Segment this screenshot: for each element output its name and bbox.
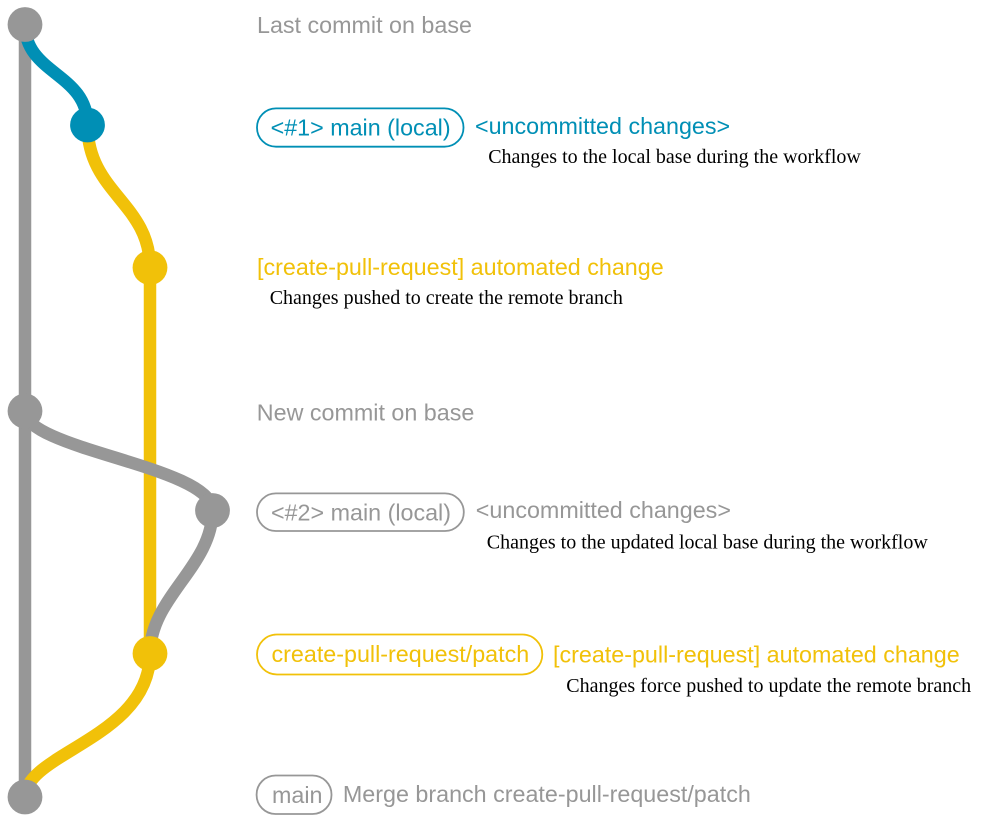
- svg-text:New commit on base: New commit on base: [257, 400, 475, 426]
- svg-text:Changes to the local base duri: Changes to the local base during the wor…: [488, 146, 861, 168]
- svg-text:Last commit on base: Last commit on base: [257, 12, 472, 38]
- svg-text:Merge branch create-pull-reque: Merge branch create-pull-request/patch: [343, 781, 751, 807]
- svg-text:Changes pushed to create the r: Changes pushed to create the remote bran…: [270, 287, 623, 309]
- svg-text:<uncommitted changes>: <uncommitted changes>: [475, 113, 730, 139]
- svg-text:Changes to the updated local b: Changes to the updated local base during…: [487, 532, 929, 554]
- svg-text:main: main: [272, 782, 323, 808]
- svg-text:create-pull-request/patch: create-pull-request/patch: [272, 641, 530, 667]
- svg-text:<uncommitted changes>: <uncommitted changes>: [476, 497, 731, 523]
- svg-text:[create-pull-request] automate: [create-pull-request] automated change: [553, 642, 960, 668]
- svg-text:Changes force pushed to update: Changes force pushed to update the remot…: [566, 675, 971, 697]
- svg-text:<#2> main (local): <#2> main (local): [271, 500, 451, 526]
- svg-text:[create-pull-request] automate: [create-pull-request] automated change: [257, 254, 664, 280]
- svg-text:<#1> main (local): <#1> main (local): [271, 115, 451, 141]
